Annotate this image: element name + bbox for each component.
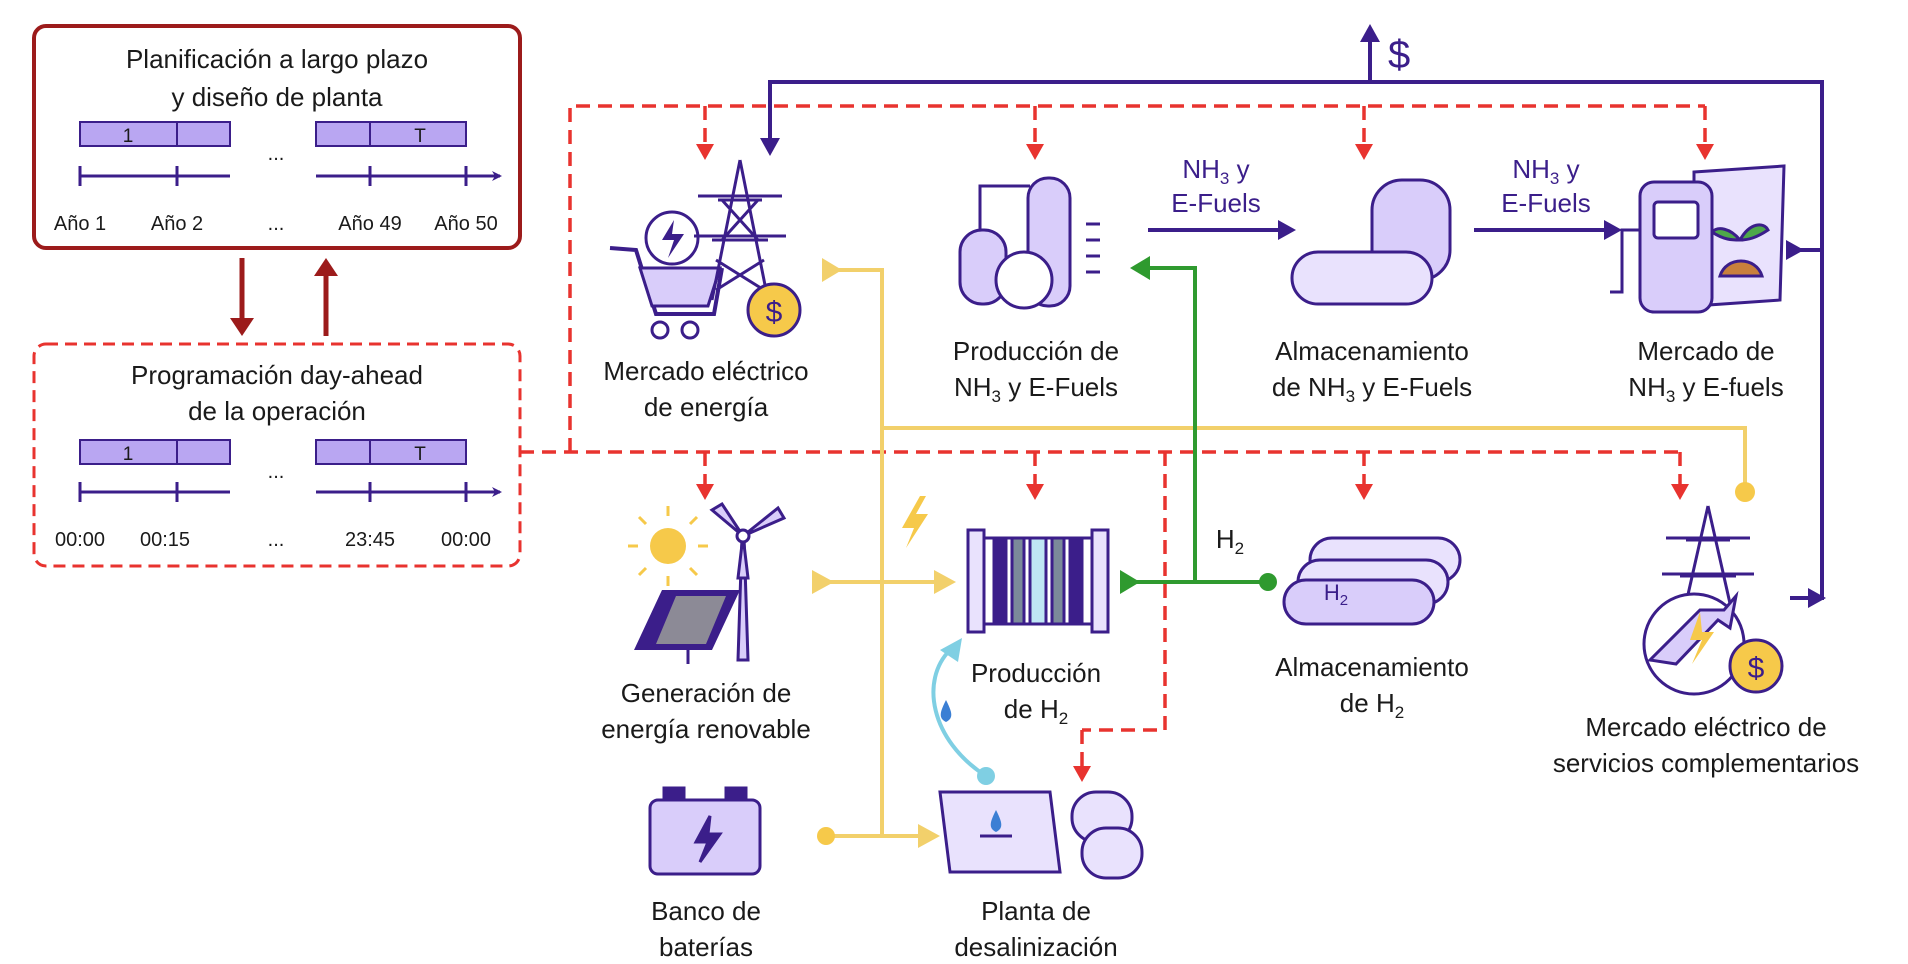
revenue-label: $ [1388,33,1410,77]
nh3-market-icon-group [1610,164,1786,314]
battery-label-2: baterías [659,932,753,962]
ancillary-market-label-1: Mercado eléctrico de [1585,712,1826,742]
panel-arrows [230,258,338,336]
electrolyzer-icon [966,528,1110,634]
fuel-pump-icon [1610,180,1714,314]
revenue-arrowheads [760,24,1826,608]
day-ahead-title-1: Programación day-ahead [131,360,423,390]
long-term-tick-4: Año 49 [338,213,401,235]
day-ahead-tick-1: 00:00 [55,529,105,551]
h2-production-label-2: de H2​ [1004,694,1068,728]
ancillary-connector [1735,482,1755,502]
water-flow [931,648,988,778]
nh3-flow-1-label-2: E-Fuels [1171,188,1261,218]
transmission-tower-icon [694,159,786,301]
energy-market-label-1: Mercado eléctrico [603,356,808,386]
battery-label-1: Banco de [651,896,761,926]
nh3-flow-2-label-1: NH3​ y [1512,154,1579,188]
day-ahead-tick-5: 00:00 [441,529,491,551]
solar-panel-icon [634,590,740,664]
h2-storage-label-1: Almacenamiento [1275,652,1469,682]
long-term-bar-ellipsis: ... [268,143,285,165]
water-drop-icon [940,700,952,722]
wind-turbine-icon [709,501,787,662]
h2-production-label-1: Producción [971,658,1101,688]
renewables-icon-group [628,501,787,664]
nh3-market-label-1: Mercado de [1637,336,1774,366]
nh3-flow-1-label-1: NH3​ y [1182,154,1249,188]
nh3-storage-label-1: Almacenamiento [1275,336,1469,366]
day-ahead-panel: Programación day-ahead de la operación 1… [32,342,522,568]
h2-storage-connector [1259,573,1277,591]
hydrogen-lines [1128,266,1268,584]
hydrogen-arrowhead-up [1130,256,1150,280]
long-term-tick-5: Año 50 [434,213,497,235]
desalination-label-2: desalinización [954,932,1117,962]
long-term-bar-first: 1 [123,126,134,147]
nh3-production-label-1: Producción de [953,336,1119,366]
desalination-label-1: Planta de [981,896,1091,926]
long-term-tick-2: Año 2 [151,213,203,235]
day-ahead-bar-last: T [414,444,426,465]
ancillary-market-label-2: servicios complementarios [1553,748,1859,778]
svg-text:$: $ [1748,652,1765,685]
nh3-production-label-2: NH3​ y E-Fuels [954,372,1118,406]
desalination-icon [938,790,1144,880]
sun-icon [628,506,708,586]
day-ahead-bar-ellipsis: ... [268,461,285,483]
lightbulb-icon [644,210,700,266]
lightning-icon [902,496,928,548]
energy-market-icon-group: $ [609,159,802,340]
renewables-label-2: energía renovable [601,714,811,744]
h2-storage-label-2: de H2​ [1340,688,1404,722]
long-term-tick-1: Año 1 [54,213,106,235]
battery-connector [817,827,835,845]
ancillary-market-icon-group: $ [1642,505,1784,696]
dollar-coin-icon: $ [746,282,802,338]
day-ahead-tick-4: 23:45 [345,529,395,551]
nh3-market-label-2: NH3​ y E-fuels [1628,372,1783,406]
grid-exchange-icon [1642,590,1746,696]
chemical-plant-icon [958,176,1100,310]
renewables-label-1: Generación de [621,678,792,708]
control-arrowheads [696,144,1714,782]
day-ahead-tick-3: ... [268,529,285,551]
hydrogen-arrowhead-right [1120,570,1140,594]
nh3-flow-2-label-2: E-Fuels [1501,188,1591,218]
svg-text:$: $ [766,296,783,329]
long-term-tick-3: ... [268,213,285,235]
day-ahead-bar-first: 1 [123,444,134,465]
nh3-storage-label-2: de NH3​ y E-Fuels [1272,372,1472,406]
long-term-panel: Planificación a largo plazo y diseño de … [32,24,522,250]
plant-sack-icon [1692,164,1786,308]
storage-tank-icon [1290,178,1452,306]
dollar-coin-icon: $ [1728,638,1784,694]
hydrogen-tanks-icon: H2 [1282,536,1462,626]
day-ahead-tick-2: 00:15 [140,529,190,551]
power-arrowheads [812,258,956,848]
day-ahead-title-2: de la operación [188,396,366,426]
transmission-tower-icon [1662,505,1754,631]
long-term-title-1: Planificación a largo plazo [126,44,428,74]
battery-icon [648,786,762,876]
long-term-title-2: y diseño de planta [171,82,383,112]
long-term-bar-last: T [414,126,426,147]
hydrogen-label: H2​ [1216,524,1244,558]
control-signal-lines [520,104,1707,770]
energy-market-label-2: de energía [644,392,769,422]
cart-icon [609,246,724,340]
